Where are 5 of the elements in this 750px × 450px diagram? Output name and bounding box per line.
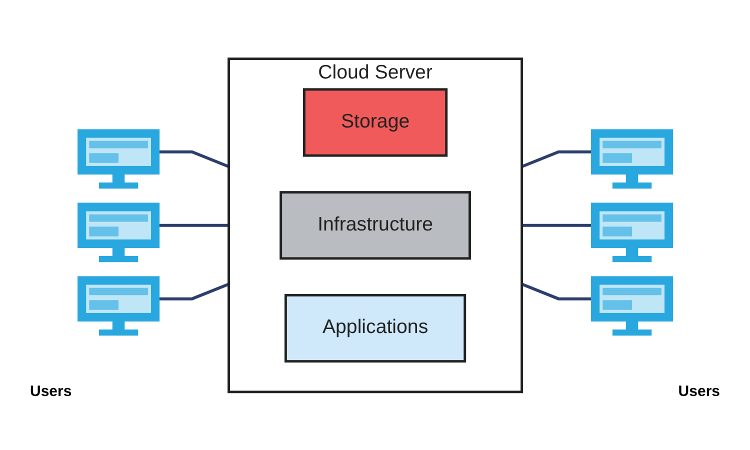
users-label: Users	[30, 383, 72, 400]
users-label: Users	[678, 383, 720, 400]
node-box: Applications	[284, 294, 466, 362]
node-box: Infrastructure	[279, 190, 471, 260]
node-box: Storage	[302, 88, 448, 156]
